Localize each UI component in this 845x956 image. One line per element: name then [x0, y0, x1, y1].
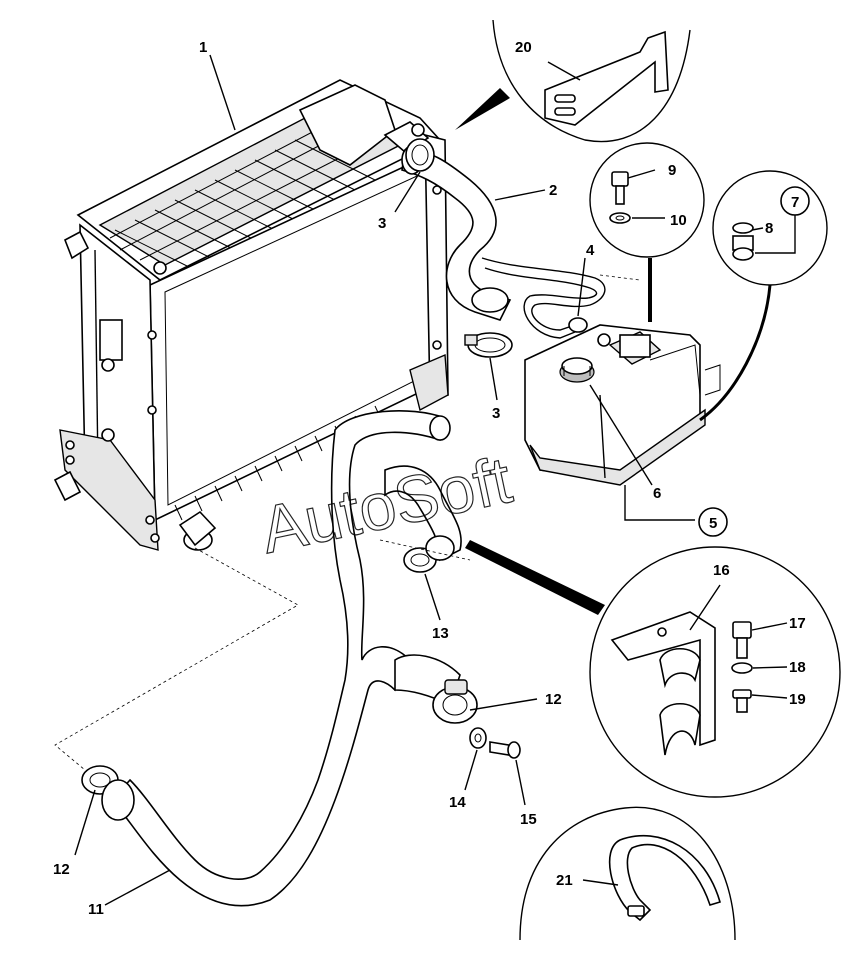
radiator-fins: [109, 127, 376, 271]
expansion-tank: [524, 324, 721, 521]
callout-2: 2: [549, 182, 557, 199]
radiator: [53, 79, 449, 551]
detail-bolt-9-10: [589, 142, 705, 322]
callout-17: 17: [789, 615, 806, 632]
callout-14: 14: [449, 794, 466, 811]
callout-5: 5: [709, 515, 717, 532]
callout-1: 1: [199, 39, 207, 56]
detail-clip-16-19: [465, 540, 841, 798]
reference-lines: [54, 274, 641, 771]
callout-13: 13: [432, 625, 449, 642]
callout-4: 4: [586, 242, 595, 259]
callout-11: 11: [88, 901, 104, 918]
callout-8: 8: [765, 220, 773, 237]
callout-19: 19: [789, 691, 806, 708]
callout-18: 18: [789, 659, 806, 676]
callout-5-circle: [698, 507, 728, 537]
upper-hose: [401, 138, 513, 358]
overflow-hose: [481, 257, 606, 339]
callout-3-lower: 3: [492, 405, 500, 422]
callout-7-circle: [780, 186, 810, 216]
detail-fitting-7-8: [699, 170, 828, 422]
callout-20: 20: [515, 39, 532, 56]
callout-6: 6: [653, 485, 661, 502]
detail-tie-21: [519, 806, 736, 941]
detail-bracket-20: [455, 19, 691, 143]
leader-lines: [74, 54, 796, 906]
callout-21: 21: [556, 872, 573, 889]
lower-hose: [81, 410, 521, 907]
callouts: 1 2 3 3 4 5 6 7 8 9 10 11 12 12 13 14 15…: [53, 39, 810, 918]
callout-10: 10: [670, 212, 687, 229]
callout-9: 9: [668, 162, 676, 179]
callout-16: 16: [713, 562, 730, 579]
callout-7: 7: [791, 194, 799, 211]
callout-15: 15: [520, 811, 537, 828]
callout-12-left: 12: [53, 861, 70, 878]
callout-12-right: 12: [545, 691, 562, 708]
callout-3-upper: 3: [378, 215, 386, 232]
